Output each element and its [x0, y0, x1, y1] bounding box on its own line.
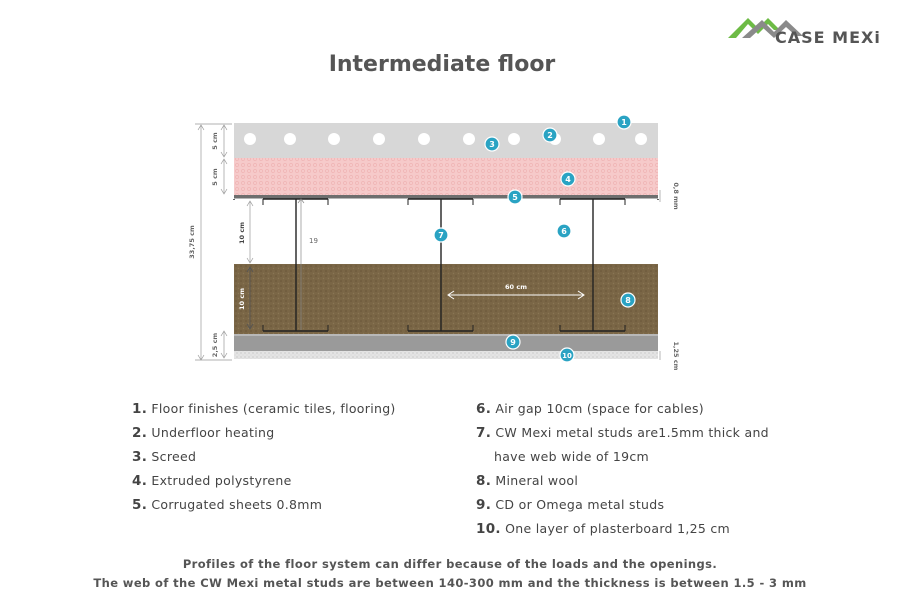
badge-5: 5	[507, 189, 523, 205]
polystyrene-layer	[234, 158, 658, 195]
legend-right: 6. Air gap 10cm (space for cables) 7. CW…	[476, 397, 769, 541]
legend-item-8: 8. Mineral wool	[476, 473, 579, 489]
sheet-thickness-label: 0,8 mm	[672, 182, 680, 210]
wool-height-label: 10 cm	[238, 288, 246, 310]
legend-item-4: 4. Extruded polystyrene	[132, 473, 292, 489]
cd-studs-layer	[234, 334, 658, 351]
svg-text:1: 1	[621, 118, 627, 127]
svg-text:10: 10	[562, 352, 572, 360]
stud-web-label: 19	[309, 237, 318, 245]
stud-web-dimension	[297, 198, 305, 330]
svg-text:3: 3	[489, 140, 495, 149]
badge-10: 10	[559, 347, 575, 363]
brand-name: CASE MEXi	[775, 28, 881, 47]
badge-7: 7	[433, 227, 449, 243]
legend-left: 1. Floor finishes (ceramic tiles, floori…	[132, 397, 396, 517]
legend-item-3: 3. Screed	[132, 449, 197, 465]
legend-item-7-continuation: have web wide of 19cm	[494, 449, 650, 464]
corrugated-sheet-layer	[234, 195, 658, 199]
svg-text:8: 8	[625, 296, 631, 305]
svg-text:6: 6	[561, 227, 567, 236]
badge-3: 3	[484, 136, 500, 152]
total-height-label: 33,75 cm	[188, 225, 196, 259]
legend-item-2: 2. Underfloor heating	[132, 425, 275, 441]
screed-layer	[234, 123, 658, 158]
footer-note-1: Profiles of the floor system can differ …	[182, 557, 718, 571]
svg-text:5: 5	[512, 193, 518, 202]
badge-4: 4	[560, 171, 576, 187]
legend-item-9: 9. CD or Omega metal studs	[476, 497, 665, 513]
cw-studs	[233, 198, 659, 332]
finish-thickness-label: 5 cm	[211, 132, 219, 150]
svg-text:4: 4	[565, 175, 571, 184]
svg-text:9: 9	[510, 338, 516, 347]
legend-item-7: 7. CW Mexi metal studs are1.5mm thick an…	[476, 421, 769, 469]
badge-1: 1	[616, 114, 632, 130]
svg-text:7: 7	[438, 231, 444, 240]
badge-9: 9	[505, 334, 521, 350]
plasterboard-layer	[234, 351, 658, 359]
footer-note-2: The web of the CW Mexi metal studs are b…	[93, 576, 807, 590]
svg-text:2: 2	[547, 131, 553, 140]
plaster-thickness-label: 1,25 cm	[672, 342, 680, 371]
badge-6: 6	[556, 223, 572, 239]
stud-spacing-label: 60 cm	[505, 283, 527, 291]
insulation-thickness-label: 5 cm	[211, 168, 219, 186]
legend-item-1: 1. Floor finishes (ceramic tiles, floori…	[132, 401, 396, 417]
page-title: Intermediate floor	[328, 52, 556, 77]
badge-8: 8	[620, 292, 636, 308]
cd-height-label: 2,5 cm	[211, 333, 219, 358]
badge-2: 2	[542, 127, 558, 143]
stud-spacing-dimension	[447, 290, 585, 300]
case-mexi-logo	[728, 18, 803, 38]
air-gap-height-label: 10 cm	[238, 222, 246, 244]
legend-item-6: 6. Air gap 10cm (space for cables)	[476, 401, 704, 417]
legend-item-5: 5. Corrugated sheets 0.8mm	[132, 497, 323, 513]
legend-item-10: 10. One layer of plasterboard 1,25 cm	[476, 521, 731, 537]
mineral-wool-layer	[234, 264, 658, 334]
